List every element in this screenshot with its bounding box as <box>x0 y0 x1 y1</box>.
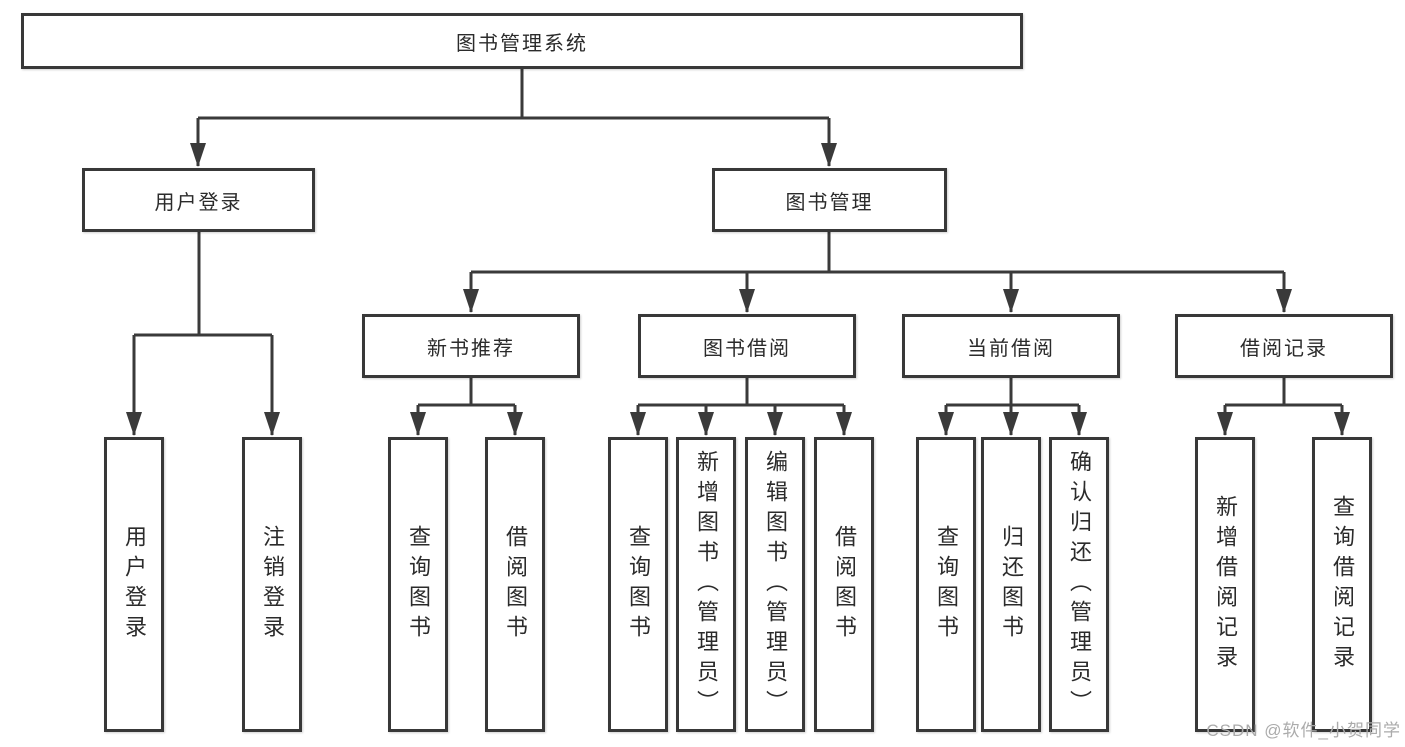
node-current-borrowing: 当前借阅 <box>902 314 1120 378</box>
leaf-confirm-return-admin: 确认归还（管理员） <box>1049 437 1109 732</box>
node-label: 图书管理系统 <box>456 32 588 55</box>
leaf-logout: 注销登录 <box>242 437 302 732</box>
leaf-label: 新增借阅记录 <box>1213 494 1238 675</box>
node-label: 当前借阅 <box>967 337 1055 360</box>
leaf-query-books-borrowing: 查询图书 <box>608 437 668 732</box>
leaf-query-books-current: 查询图书 <box>916 437 976 732</box>
node-new-book-recommendation: 新书推荐 <box>362 314 580 378</box>
node-borrowing-records: 借阅记录 <box>1175 314 1393 378</box>
node-book-borrowing: 图书借阅 <box>638 314 856 378</box>
leaf-add-books-admin: 新增图书（管理员） <box>676 437 736 732</box>
leaf-label: 查询图书 <box>934 524 959 645</box>
leaf-label: 确认归还（管理员） <box>1067 449 1092 720</box>
node-user-login: 用户登录 <box>82 168 315 232</box>
node-book-management: 图书管理 <box>712 168 947 232</box>
leaf-label: 借阅图书 <box>832 524 857 645</box>
leaf-label: 归还图书 <box>999 524 1024 645</box>
node-label: 借阅记录 <box>1240 337 1328 360</box>
leaf-label: 用户登录 <box>122 524 147 645</box>
leaf-edit-books-admin: 编辑图书（管理员） <box>745 437 805 732</box>
node-library-management-system: 图书管理系统 <box>21 13 1023 69</box>
leaf-query-books-recommend: 查询图书 <box>388 437 448 732</box>
leaf-label: 编辑图书（管理员） <box>763 449 788 720</box>
watermark: CSDN @软件_小贺同学 <box>1206 721 1401 740</box>
node-label: 图书借阅 <box>703 337 791 360</box>
leaf-label: 查询图书 <box>626 524 651 645</box>
leaf-label: 借阅图书 <box>503 524 528 645</box>
leaf-label: 查询借阅记录 <box>1330 494 1355 675</box>
leaf-label: 查询图书 <box>406 524 431 645</box>
leaf-borrow-books-recommend: 借阅图书 <box>485 437 545 732</box>
leaf-borrow-books-borrowing: 借阅图书 <box>814 437 874 732</box>
leaf-return-books: 归还图书 <box>981 437 1041 732</box>
leaf-user-login: 用户登录 <box>104 437 164 732</box>
leaf-label: 新增图书（管理员） <box>694 449 719 720</box>
leaf-label: 注销登录 <box>260 524 285 645</box>
leaf-query-borrow-record: 查询借阅记录 <box>1312 437 1372 732</box>
node-label: 用户登录 <box>154 191 243 214</box>
node-label: 图书管理 <box>785 191 874 214</box>
leaf-add-borrow-record: 新增借阅记录 <box>1195 437 1255 732</box>
node-label: 新书推荐 <box>427 337 515 360</box>
